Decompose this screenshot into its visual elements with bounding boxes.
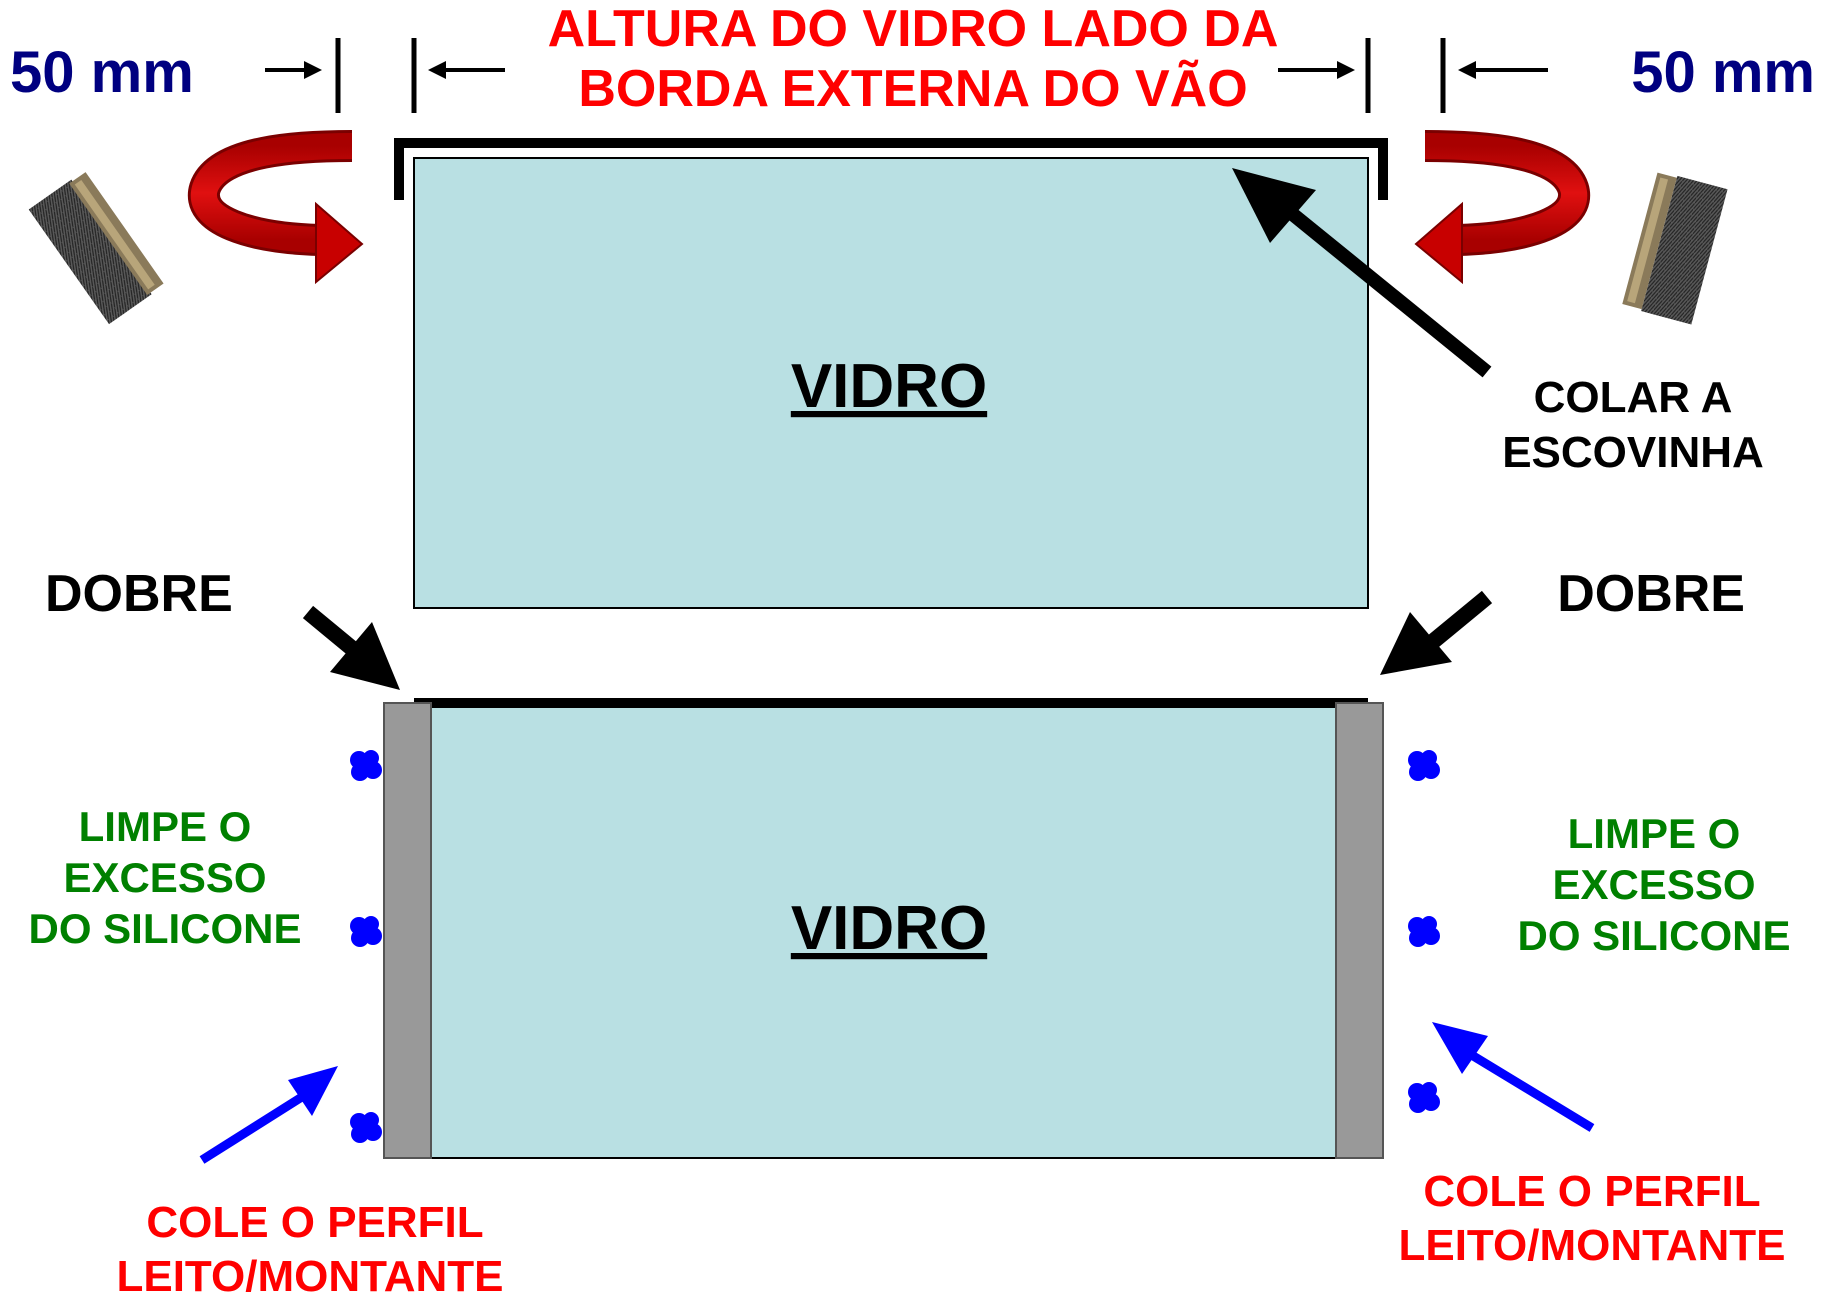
fold-left-arrow: [302, 605, 400, 690]
silicone-dot-icon: [350, 750, 382, 781]
silicone-left-line-3: DO SILICONE: [28, 905, 301, 952]
profile-left-line-1: COLE O PERFIL: [146, 1198, 483, 1247]
rotate-arrow-right-icon: [1414, 130, 1590, 285]
silicone-dot-icon: [350, 1112, 382, 1143]
rotate-arrow-left-icon: [188, 130, 364, 285]
dimension-left-label: 50 mm: [10, 40, 194, 105]
title-line-1: ALTURA DO VIDRO LADO DA: [548, 0, 1279, 58]
glass-bottom-label: VIDRO: [791, 894, 987, 963]
silicone-dot-icon: [350, 916, 382, 947]
profile-left-arrow: [199, 1066, 338, 1164]
glass-height-arrow-right: [1278, 61, 1355, 79]
glass-top: [413, 157, 1369, 609]
fold-right-label: DOBRE: [1557, 565, 1745, 623]
silicone-left-line-1: LIMPE O: [79, 803, 252, 850]
profile-left-line-2: LEITO/MONTANTE: [116, 1252, 503, 1297]
title-line-2: BORDA EXTERNA DO VÃO: [578, 59, 1247, 118]
profile-right-line-2: LEITO/MONTANTE: [1398, 1221, 1785, 1270]
silicone-right-line-1: LIMPE O: [1568, 810, 1741, 857]
dimension-left-arrow: [265, 61, 322, 79]
dimension-right-arrow: [1458, 61, 1548, 79]
silicone-right-line-2: EXCESSO: [1552, 861, 1755, 908]
brush-callout-line-2: ESCOVINHA: [1502, 428, 1764, 477]
profile-right-line-1: COLE O PERFIL: [1423, 1167, 1760, 1216]
brush-callout-arrow: [1232, 168, 1492, 378]
silicone-dot-icon: [1408, 916, 1440, 947]
glass-top-label: VIDRO: [791, 352, 987, 421]
silicone-left-line-2: EXCESSO: [63, 854, 266, 901]
silicone-dot-icon: [1408, 750, 1440, 781]
brush-piece-left-icon: [28, 172, 164, 325]
brush-callout-line-1: COLAR A: [1534, 373, 1733, 422]
fold-right-arrow: [1380, 590, 1493, 675]
silicone-dot-icon: [1408, 1082, 1440, 1113]
profile-right: [1335, 702, 1384, 1159]
brush-piece-right-icon: [1622, 172, 1728, 325]
brush-strip-top: [394, 138, 1388, 200]
profile-right-arrow: [1432, 1022, 1595, 1132]
glass-bottom: [413, 702, 1369, 1159]
silicone-right-line-3: DO SILICONE: [1517, 912, 1790, 959]
glass-height-arrow-left: [428, 61, 505, 79]
profile-left: [383, 702, 432, 1159]
fold-left-label: DOBRE: [45, 565, 233, 623]
dimension-right-label: 50 mm: [1631, 40, 1815, 105]
